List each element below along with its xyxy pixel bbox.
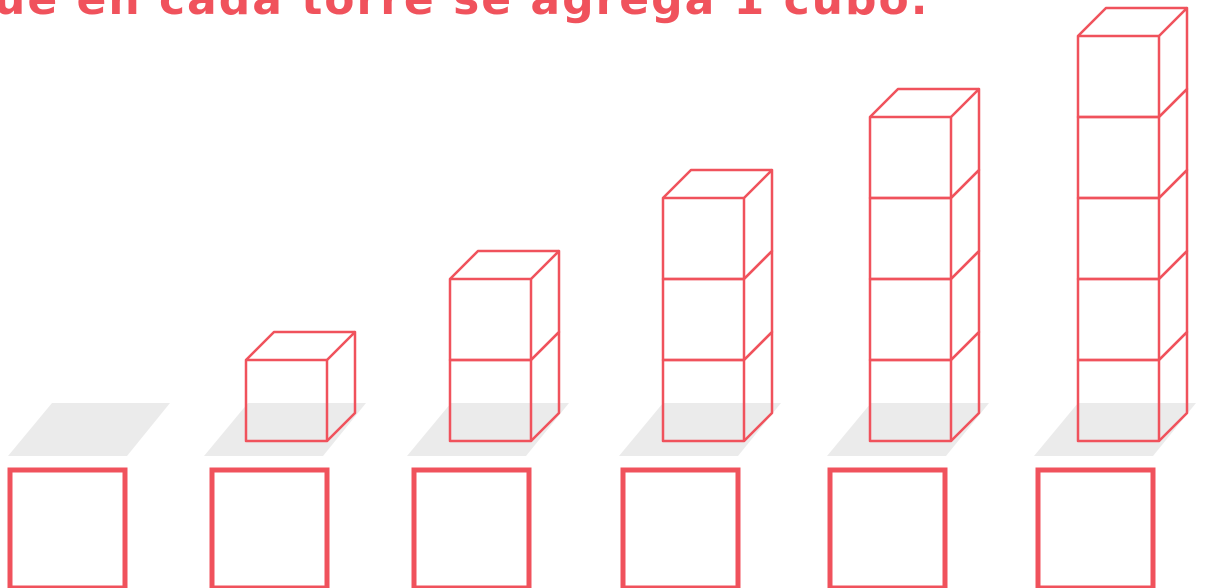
floor-shadow [1034, 403, 1196, 456]
floor-shadow [204, 403, 366, 456]
cube [1076, 6, 1189, 119]
tower-1 [7, 403, 170, 588]
tower-3 [407, 249, 569, 588]
cube [661, 168, 774, 281]
answer-box[interactable] [209, 467, 330, 588]
floor-shadow [619, 403, 781, 456]
cube [868, 87, 981, 200]
floor-shadow [407, 403, 569, 456]
tower-2 [204, 330, 366, 588]
cube [448, 249, 561, 362]
answer-box[interactable] [827, 467, 948, 588]
cube [244, 330, 357, 443]
tower-6 [1034, 6, 1196, 588]
answer-box[interactable] [1035, 467, 1156, 588]
tower-5 [827, 87, 989, 588]
answer-box[interactable] [620, 467, 741, 588]
answer-box[interactable] [7, 467, 128, 588]
tower-4 [619, 168, 781, 588]
floor-shadow [8, 403, 170, 456]
answer-box[interactable] [411, 467, 532, 588]
floor-shadow [827, 403, 989, 456]
instruction-heading: ue en cada torre se agrega 1 cubo. [0, 0, 929, 22]
